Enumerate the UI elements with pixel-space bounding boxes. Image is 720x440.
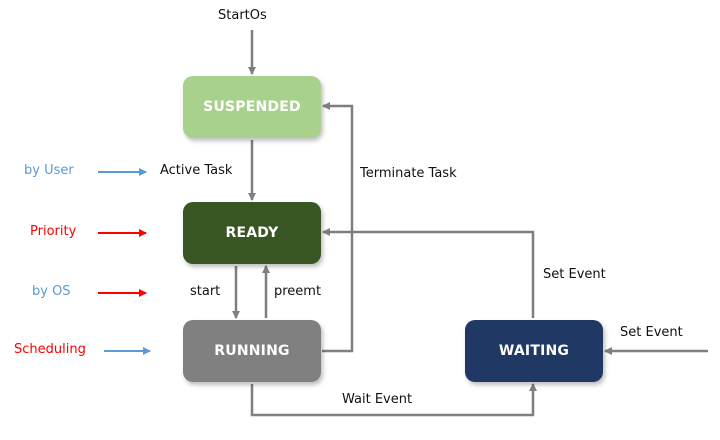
label-start: start [190,284,221,299]
side-label-by-os: by OS [32,284,71,299]
label-set-event-external: Set Event [620,325,683,340]
label-terminate-task: Terminate Task [360,166,457,181]
arrow-running-suspended-terminate [322,102,354,353]
side-label-priority: Priority [30,224,77,239]
label-set-event-ready: Set Event [543,267,606,282]
arrow-waiting-ready-setevent [322,228,535,318]
label-active-task: Active Task [160,163,233,178]
side-label-scheduling: Scheduling [14,342,86,357]
state-waiting: WAITING [465,320,603,382]
side-label-by-user: by User [24,163,74,178]
label-startos: StartOs [218,8,267,23]
state-suspended: SUSPENDED [183,76,321,138]
state-running: RUNNING [183,320,321,382]
state-ready: READY [183,202,321,264]
label-preemt: preemt [274,284,322,299]
arrow-running-waiting-wait [250,383,537,417]
label-wait-event: Wait Event [342,392,413,407]
